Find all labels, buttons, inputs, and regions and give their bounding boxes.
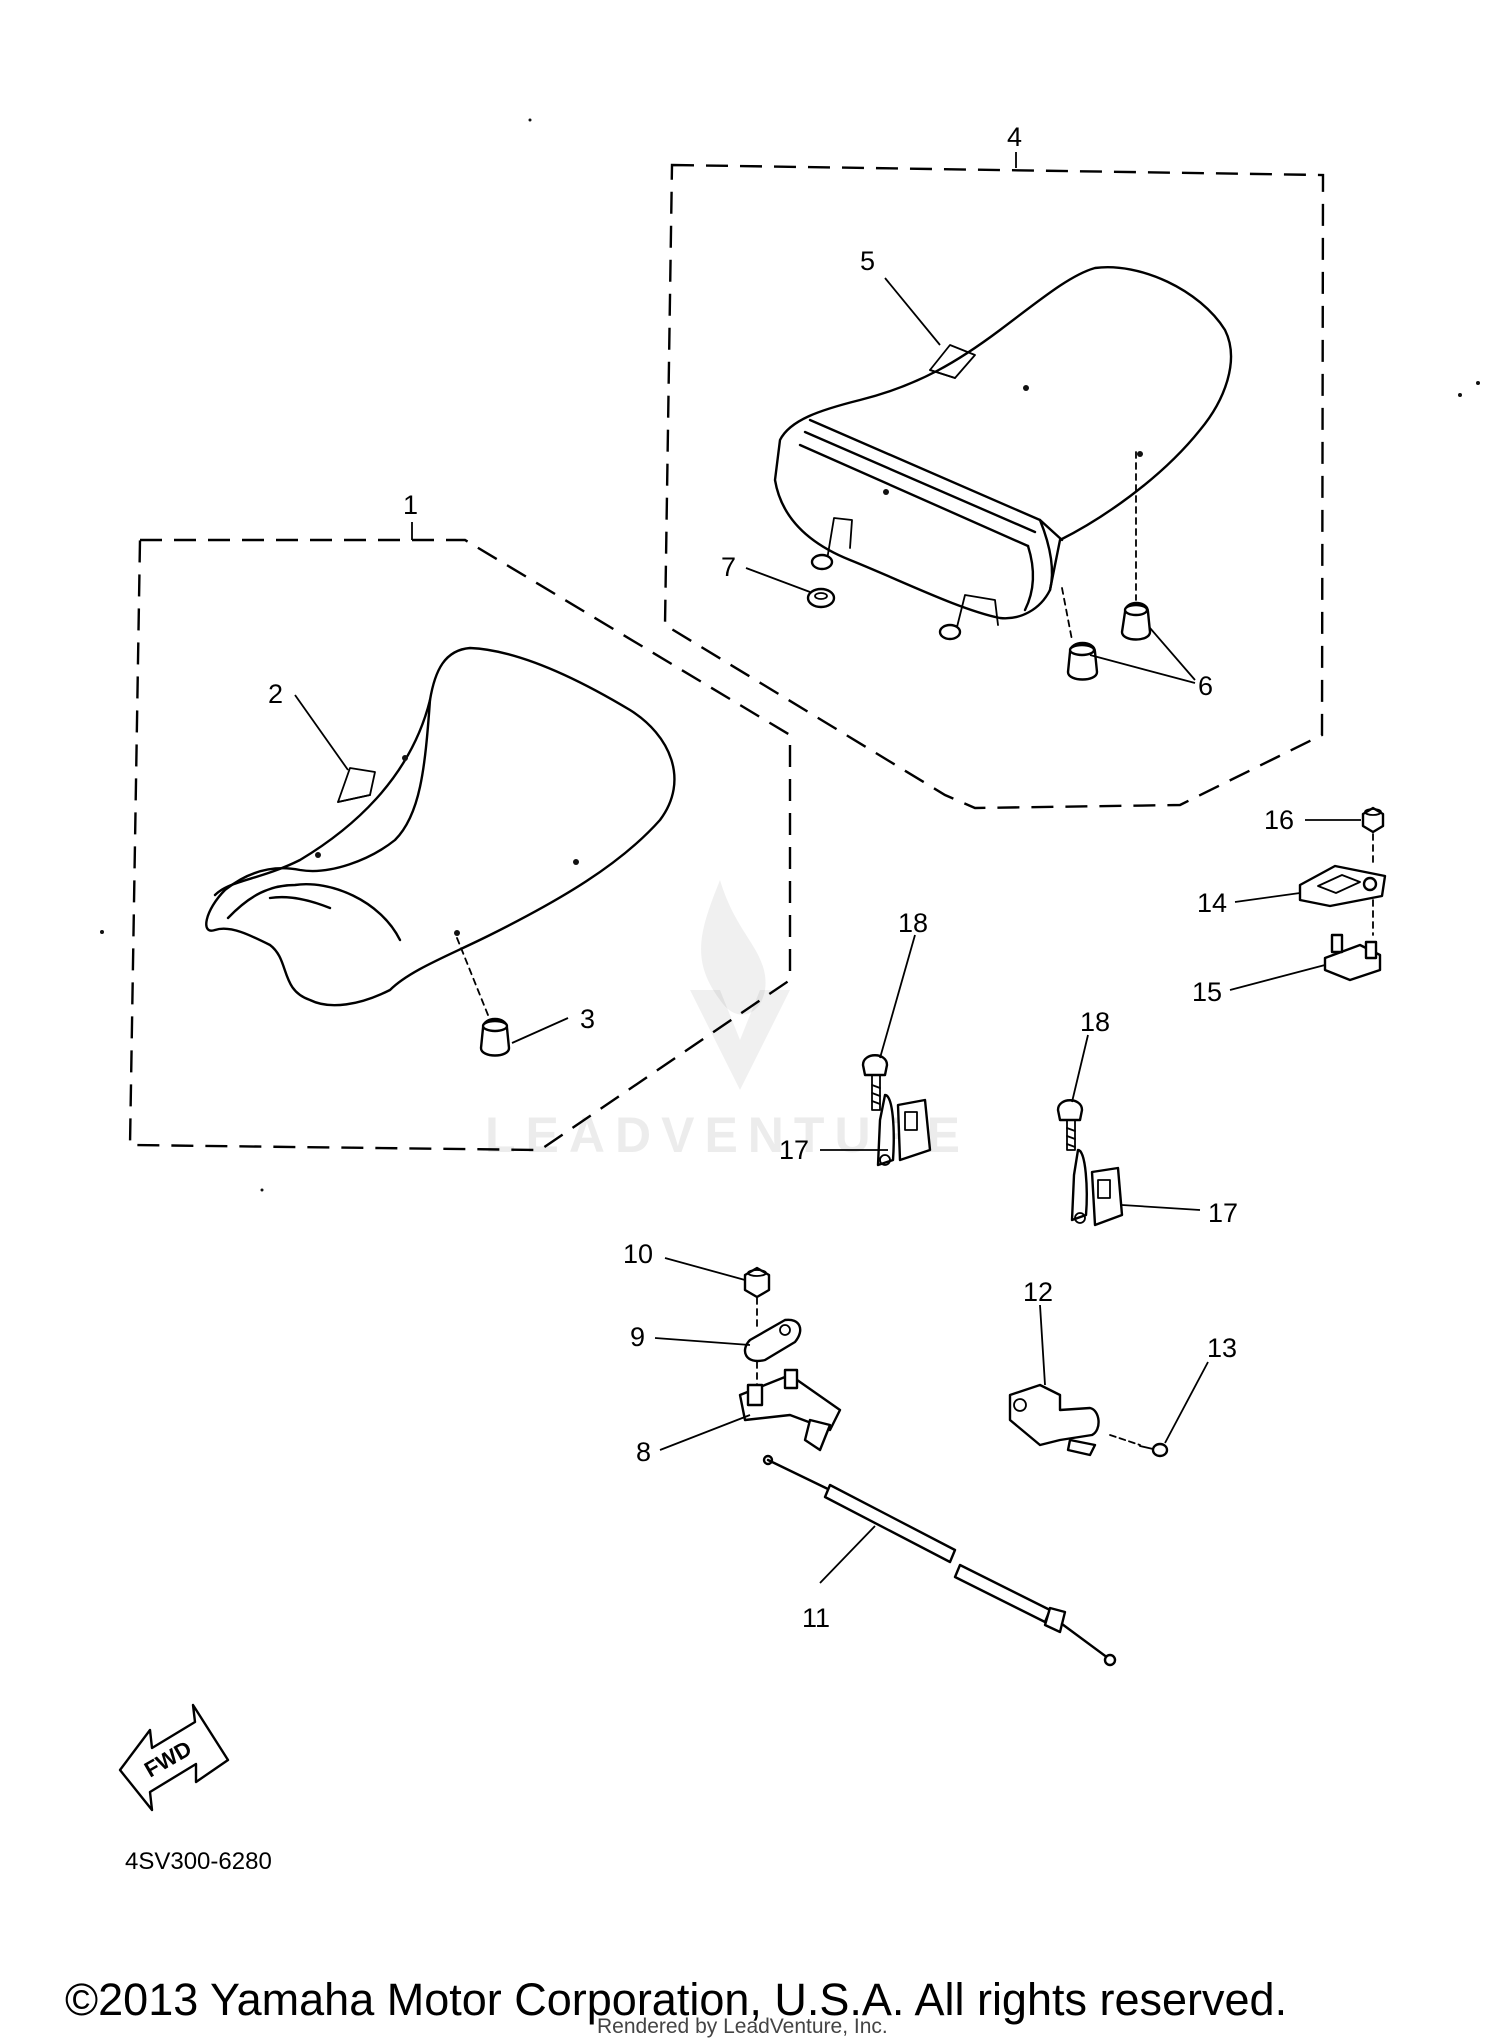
rear-seat bbox=[773, 266, 1233, 641]
callout-3: 3 bbox=[580, 1004, 595, 1034]
callout-17-upper: 17 bbox=[779, 1135, 809, 1165]
copyright-notice: ©2013 Yamaha Motor Corporation, U.S.A. A… bbox=[65, 1974, 1287, 2025]
callout-7: 7 bbox=[721, 552, 736, 582]
rendered-by-notice: Rendered by LeadVenture, Inc. bbox=[597, 2015, 888, 2038]
diagram-code: 4SV300-6280 bbox=[125, 1848, 272, 1875]
callout-9: 9 bbox=[630, 1322, 645, 1352]
callout-10: 10 bbox=[623, 1239, 653, 1269]
callout-4: 4 bbox=[1007, 122, 1022, 152]
callout-2: 2 bbox=[268, 679, 283, 709]
callout-6: 6 bbox=[1198, 671, 1213, 701]
callout-18-lower: 18 bbox=[1080, 1007, 1110, 1037]
plate-9 bbox=[654, 1318, 802, 1386]
damper-6 bbox=[1061, 451, 1196, 684]
callout-13: 13 bbox=[1207, 1333, 1237, 1363]
callout-16: 16 bbox=[1264, 805, 1294, 835]
nut-10 bbox=[664, 1257, 771, 1331]
cable-11 bbox=[762, 1454, 1117, 1667]
forward-arrow-icon: FWD bbox=[118, 1703, 230, 1812]
screw-13 bbox=[1109, 1361, 1209, 1458]
nut-16 bbox=[1305, 806, 1385, 866]
callout-18-upper: 18 bbox=[898, 908, 928, 938]
callout-14: 14 bbox=[1197, 888, 1227, 918]
bolt-18-upper bbox=[861, 934, 916, 1111]
callout-11: 11 bbox=[802, 1603, 830, 1633]
callout-1: 1 bbox=[403, 490, 418, 520]
seat-lock-12 bbox=[1008, 1304, 1100, 1457]
callout-15: 15 bbox=[1192, 977, 1222, 1007]
callout-17-lower: 17 bbox=[1208, 1198, 1238, 1228]
front-seat bbox=[205, 646, 676, 1007]
damper-3 bbox=[456, 937, 569, 1057]
rear-seat-label bbox=[884, 277, 941, 346]
lock-bracket-8 bbox=[659, 1368, 842, 1452]
grommet-7 bbox=[745, 567, 836, 609]
callout-5: 5 bbox=[860, 246, 875, 276]
bracket-15 bbox=[1229, 933, 1382, 991]
bracket-17-upper bbox=[820, 1093, 932, 1167]
front-seat-boundary bbox=[128, 538, 792, 1152]
bracket-17-lower bbox=[1070, 1148, 1201, 1227]
callout-12: 12 bbox=[1023, 1277, 1053, 1307]
bolt-18-lower bbox=[1056, 1034, 1089, 1151]
rear-seat-boundary bbox=[663, 163, 1325, 810]
callout-8: 8 bbox=[636, 1437, 651, 1467]
plate-14 bbox=[1234, 864, 1387, 936]
